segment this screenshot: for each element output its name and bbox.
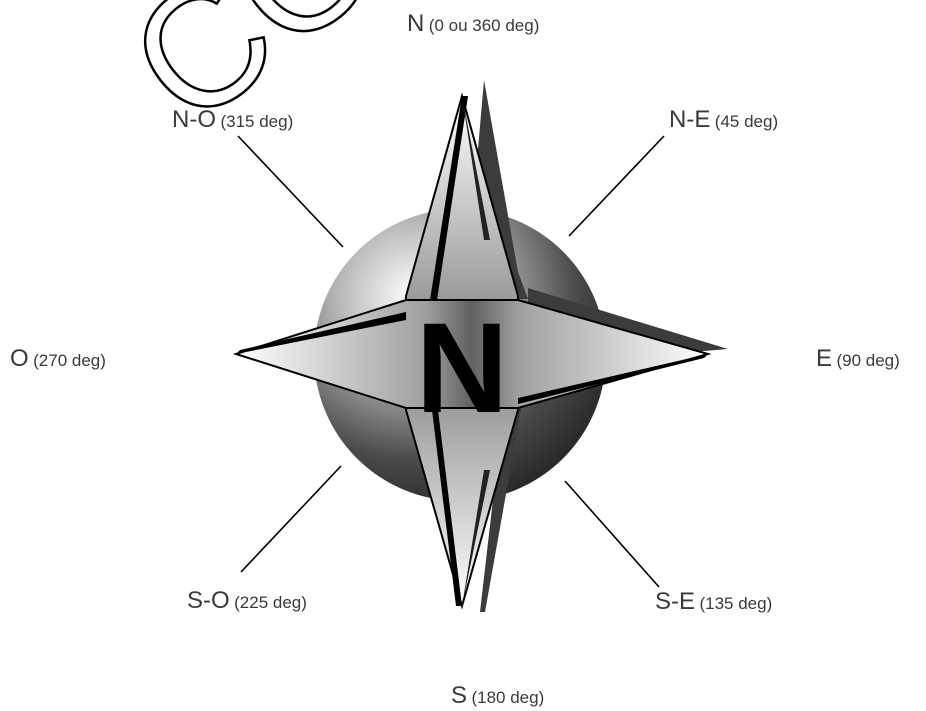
leader-line-no [237, 135, 344, 248]
direction-abbr: O [10, 345, 29, 372]
direction-degrees: (225 deg) [234, 593, 307, 612]
label-so: S-O (225 deg) [187, 589, 307, 613]
leader-lines [237, 135, 665, 588]
compass-center-letter: N [416, 297, 508, 440]
direction-degrees: (135 deg) [699, 594, 773, 613]
direction-degrees: (180 deg) [471, 688, 545, 707]
direction-degrees: (270 deg) [33, 351, 106, 370]
direction-degrees: (315 deg) [220, 112, 294, 131]
direction-abbr: S [451, 682, 468, 709]
direction-abbr: S-E [655, 588, 696, 615]
label-ne: N-E (45 deg) [669, 108, 778, 132]
label-no: N-O (315 deg) [172, 108, 293, 132]
leader-line-se [564, 480, 660, 588]
direction-degrees: (0 ou 360 deg) [428, 16, 540, 35]
direction-abbr: S-O [187, 587, 230, 614]
leader-line-so [240, 465, 342, 573]
direction-degrees: (45 deg) [714, 112, 779, 131]
label-o: O (270 deg) [10, 347, 106, 371]
label-e: E (90 deg) [816, 347, 900, 371]
label-n: N (0 ou 360 deg) [407, 12, 539, 36]
label-se: S-E (135 deg) [655, 590, 772, 614]
direction-abbr: N-E [669, 106, 711, 133]
leader-line-ne [568, 135, 665, 237]
direction-abbr: N-O [172, 106, 216, 133]
compass-star [232, 92, 712, 610]
direction-degrees: (90 deg) [836, 351, 900, 370]
direction-abbr: N [407, 10, 425, 37]
label-s: S (180 deg) [451, 684, 544, 708]
direction-abbr: E [816, 345, 833, 372]
